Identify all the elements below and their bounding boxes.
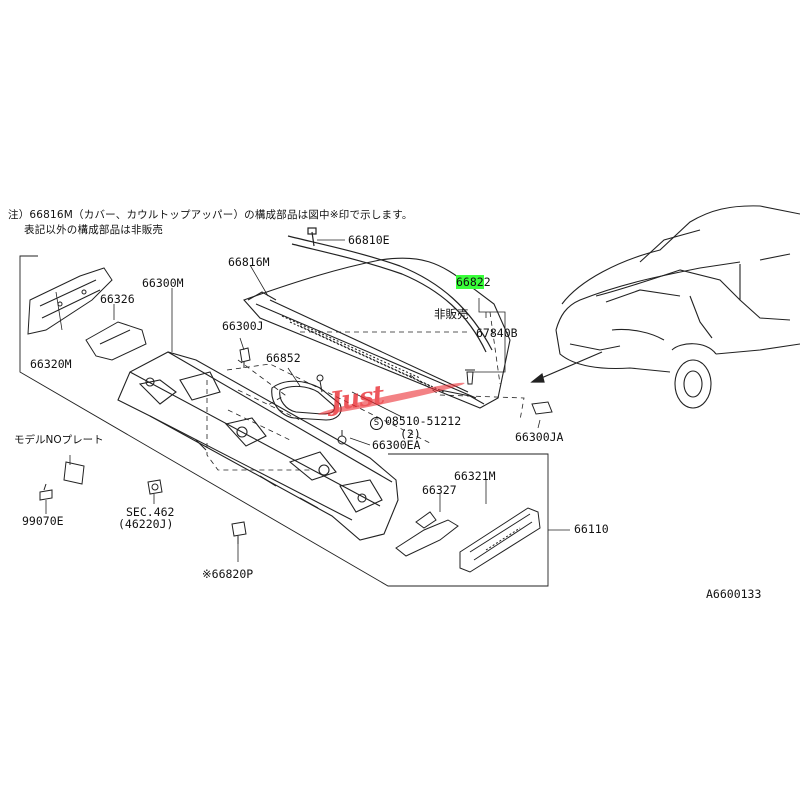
note-line-2: 表記以外の構成部品は非販売 xyxy=(24,224,164,236)
label-sec-462-sub: (46220J) xyxy=(118,517,174,531)
label-66300m: 66300M xyxy=(142,276,184,290)
label-66300j: 66300J xyxy=(222,319,264,333)
label-66326: 66326 xyxy=(100,292,135,306)
label-66110: 66110 xyxy=(574,522,609,536)
label-66822-suffix: 2 xyxy=(483,275,491,289)
panel-66321m xyxy=(459,507,541,573)
clip-66820p xyxy=(231,521,247,544)
car-illustration xyxy=(555,205,800,409)
label-66300ja: 66300JA xyxy=(515,430,564,444)
label-66300ea: 66300EA xyxy=(372,438,421,452)
bolt-08510 xyxy=(316,374,324,393)
clip-67840b xyxy=(465,369,475,385)
reference-mark-icon: ※ xyxy=(202,567,212,581)
cowl-panel-66300m xyxy=(117,351,399,541)
side-brace-66320m xyxy=(27,267,113,335)
note-line-1: 注）66816M（カバー、カウルトップアッパー）の構成部品は図中※印で示します。 xyxy=(8,209,413,221)
diagram-id: A6600133 xyxy=(706,587,762,601)
circled-s-icon: S xyxy=(370,417,383,430)
cowl-seal xyxy=(287,227,493,353)
label-66822-highlight: 6682 xyxy=(456,275,484,289)
bracket-66327 xyxy=(395,511,459,557)
label-67840b: 67840B xyxy=(476,326,518,340)
label-sec-462: SEC.462 xyxy=(126,505,175,519)
bracket-66326 xyxy=(85,321,147,361)
label-66816m: 66816M xyxy=(228,255,270,269)
assembly-frame xyxy=(19,255,549,587)
label-08510-qty: (2) xyxy=(400,427,421,441)
clip-66300j xyxy=(239,347,251,368)
label-66852: 66852 xyxy=(266,351,301,365)
label-66327: 66327 xyxy=(422,483,457,497)
grommet-99070e xyxy=(39,483,53,501)
clip-66300ja xyxy=(531,401,553,415)
label-66820p: ※66820P xyxy=(202,568,253,581)
direction-arrow xyxy=(530,351,603,383)
label-66810e: 66810E xyxy=(348,233,390,247)
model-plate xyxy=(63,461,85,485)
leader-lines xyxy=(45,239,570,562)
label-non-sale: 非販売 xyxy=(434,307,469,321)
label-66321m: 66321M xyxy=(454,469,496,483)
label-66822: 66822 xyxy=(456,275,491,289)
label-99070e: 99070E xyxy=(22,514,64,528)
label-model-plate: モデルNOプレート xyxy=(14,434,104,446)
label-66320m: 66320M xyxy=(30,357,72,371)
label-08510-number: 08510-51212 xyxy=(385,414,462,428)
cowl-top-cover xyxy=(243,257,511,409)
sec-462-part xyxy=(147,479,163,495)
label-66820p-number: 66820P xyxy=(211,567,254,581)
